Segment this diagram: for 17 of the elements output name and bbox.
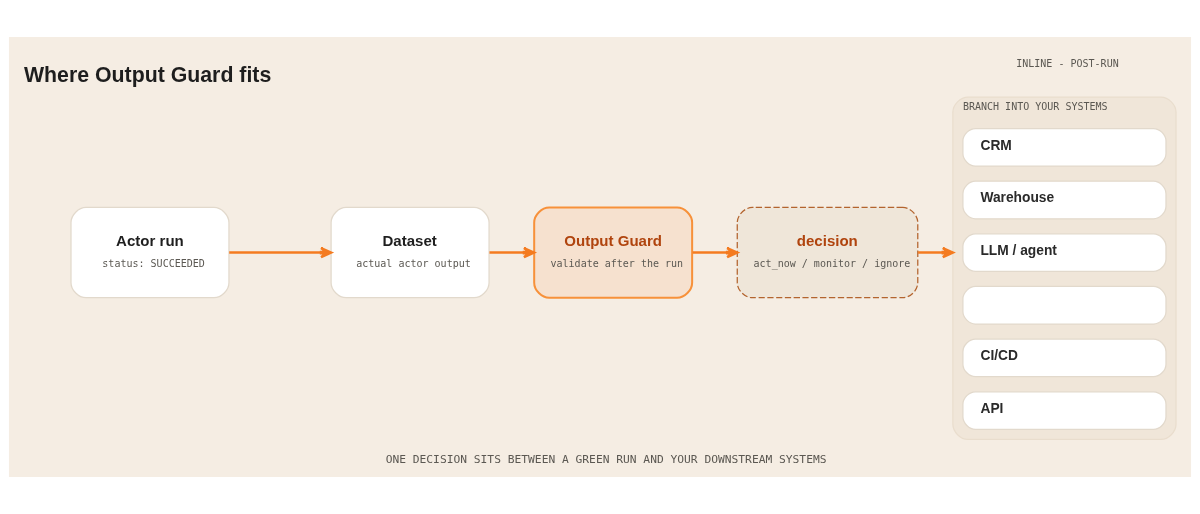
arrow <box>692 246 739 259</box>
node-box: CI/CD <box>962 338 1167 378</box>
node-box: decision act_now / monitor / ignore <box>736 206 919 299</box>
arrow <box>489 246 536 259</box>
node-box: CRM <box>962 127 1167 167</box>
diagram-title: Where Output Guard fits <box>23 63 272 88</box>
node-box: Dataset actual actor output <box>330 206 490 299</box>
label: INLINE - POST-RUN <box>1016 57 1119 69</box>
node-box: LLM / agent <box>962 233 1167 273</box>
caption: ONE DECISION SITS BETWEEN A GREEN RUN AND YOUR DOWNSTREAM SYSTEMS <box>385 453 827 467</box>
node-box: Actor run status: SUCCEEDED <box>70 206 230 299</box>
node-box <box>962 285 1167 325</box>
node-box: API <box>962 391 1167 430</box>
arrow <box>229 246 333 259</box>
arrow <box>918 246 955 259</box>
node-box: Warehouse <box>962 180 1167 220</box>
node-box: Output Guard validate after the run <box>533 206 694 299</box>
